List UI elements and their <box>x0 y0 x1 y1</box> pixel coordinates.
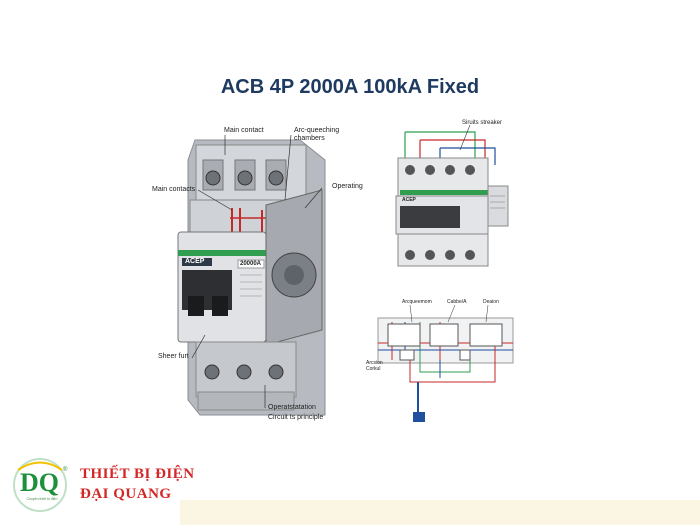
brand-registered-mark: ® <box>63 467 68 473</box>
label-main-contacts: Main contacts <box>152 186 196 193</box>
page-title: ACB 4P 2000A 100kA Fixed <box>220 76 480 98</box>
breaker-brand: ACEP <box>185 258 205 265</box>
label-arcsion-corkul: Arcsion Corkul <box>366 360 383 372</box>
label-operatstatation: Operatstatation <box>268 404 316 411</box>
brand-tagline: Chuyên thiết bị điện <box>26 497 58 501</box>
label-cable: Cabbe/A <box>447 299 467 305</box>
label-main-contact: Main contact <box>224 127 264 134</box>
brand-line-2: ĐẠI QUANG <box>80 486 172 502</box>
brand-line-1: THIẾT BỊ ĐIỆN <box>80 466 195 482</box>
label-siruits-streaker: Siruits streaker <box>462 120 503 126</box>
label-operating: Operating <box>332 183 363 190</box>
label-arcqueemom: Arcqueemom <box>402 299 432 305</box>
brand-logo-text: DQ <box>20 468 59 497</box>
label-sheer-furt: Sheer furt <box>158 353 189 360</box>
breaker-rating: 20000A <box>240 261 262 267</box>
label-deaion: Deaion <box>483 299 499 305</box>
footer-band <box>180 500 700 525</box>
label-circuit: Circuit ts principle <box>268 414 324 421</box>
top-diagram-brand: ACEP <box>402 197 416 203</box>
label-arc-quenching: Arc-queeching chambers <box>294 127 340 142</box>
